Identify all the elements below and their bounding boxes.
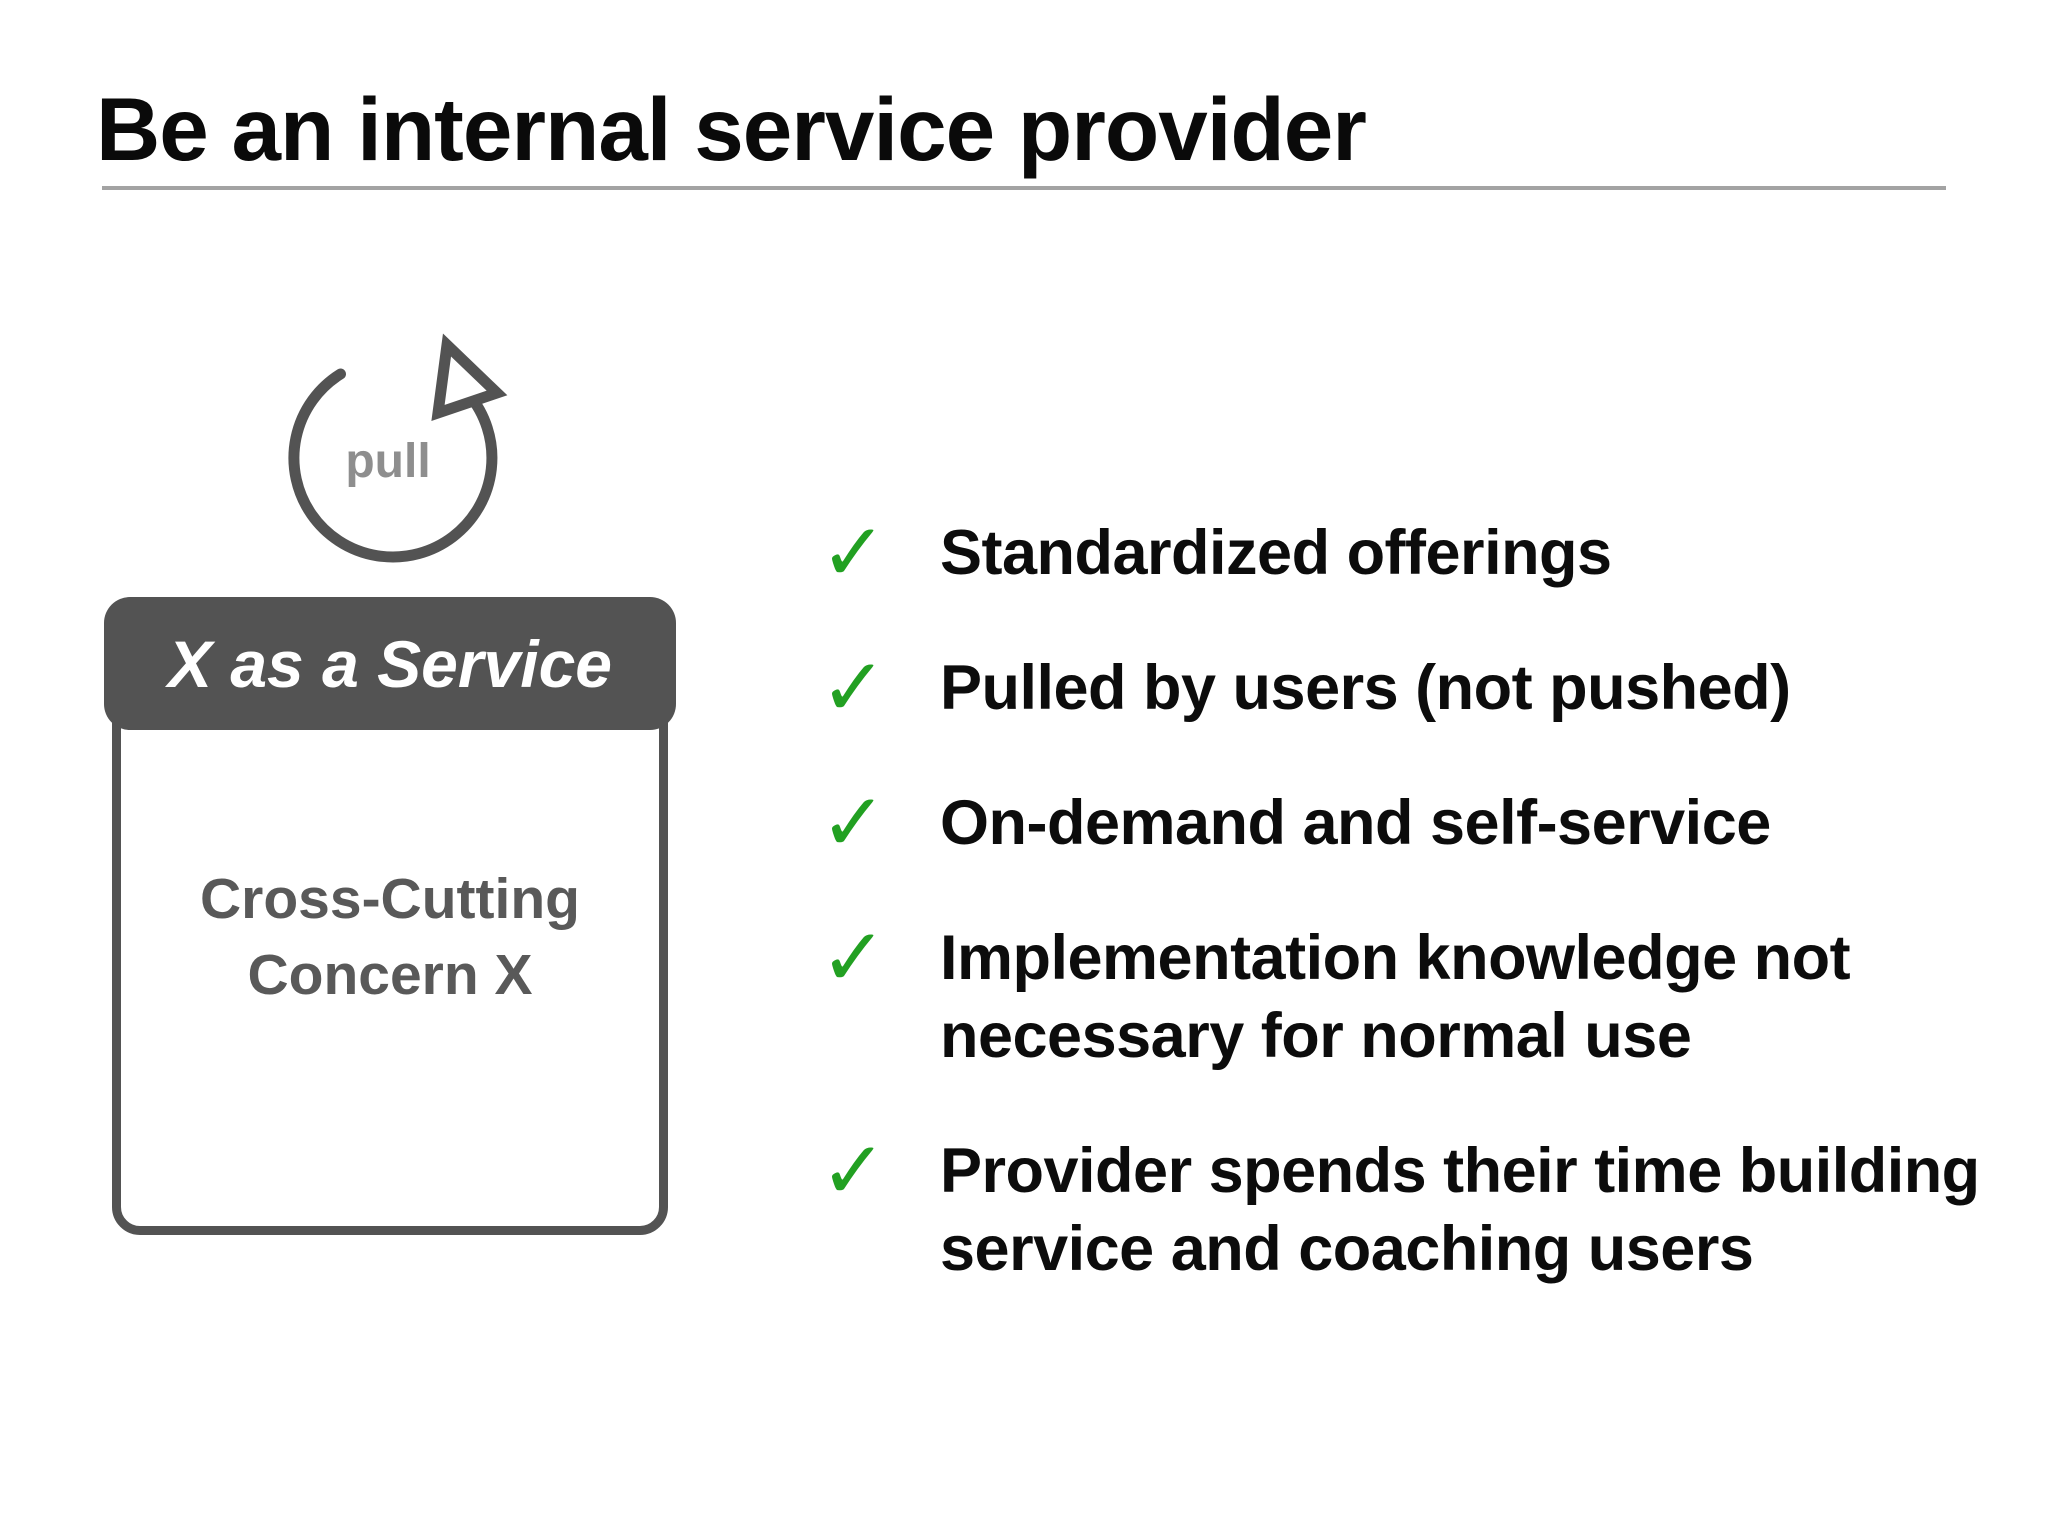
checklist-item: ✓ Implementation knowledge not necessary… xyxy=(820,911,2030,1075)
checklist-item-text: Implementation knowledge not necessary f… xyxy=(940,923,1851,1071)
checklist: ✓ Standardized offerings ✓ Pulled by use… xyxy=(820,506,2030,1288)
checklist-item: ✓ Standardized offerings xyxy=(820,506,2030,599)
checklist-item-text: Provider spends their time building serv… xyxy=(940,1136,1980,1284)
service-box-header-label: X as a Service xyxy=(167,626,613,701)
check-icon: ✓ xyxy=(820,776,888,869)
pull-arrow-diagram xyxy=(260,330,520,590)
check-icon: ✓ xyxy=(820,911,888,1004)
page-title: Be an internal service provider xyxy=(96,79,1367,179)
checklist-item: ✓ Pulled by users (not pushed) xyxy=(820,641,2030,734)
check-icon: ✓ xyxy=(820,506,888,599)
checklist-item: ✓ Provider spends their time building se… xyxy=(820,1124,2030,1288)
service-box-header: X as a Service xyxy=(104,597,676,730)
checklist-item: ✓ On-demand and self-service xyxy=(820,776,2030,869)
service-box-body-label: Cross-Cutting Concern X xyxy=(200,867,580,1007)
check-icon: ✓ xyxy=(820,641,888,734)
title-divider xyxy=(102,186,1946,190)
circular-arrow-icon xyxy=(288,333,508,563)
checklist-item-text: On-demand and self-service xyxy=(940,788,1771,858)
check-icon: ✓ xyxy=(820,1124,888,1217)
checklist-item-text: Pulled by users (not pushed) xyxy=(940,653,1791,723)
checklist-item-text: Standardized offerings xyxy=(940,518,1612,588)
pull-label: pull xyxy=(345,435,431,488)
service-box-body: Cross-Cutting Concern X xyxy=(112,640,668,1235)
